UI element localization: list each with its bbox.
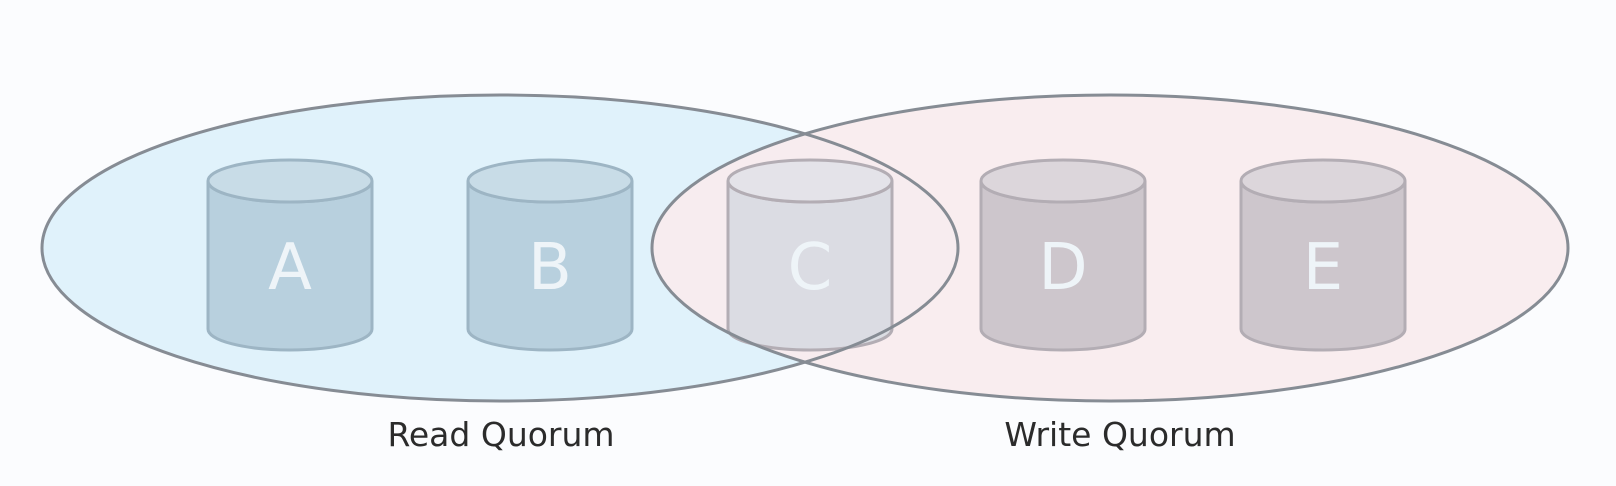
cylinder-top <box>979 158 1147 204</box>
node-c-label: C <box>788 231 833 305</box>
write-quorum-outline <box>650 93 1570 403</box>
node-e-cylinder: E <box>1239 158 1407 352</box>
cylinder-top <box>726 158 894 204</box>
cylinder-top <box>466 158 634 204</box>
nodes-layer: A B C D E <box>206 158 1407 352</box>
cylinder-top <box>206 158 374 204</box>
cylinder-top <box>1239 158 1407 204</box>
node-d-cylinder: D <box>979 158 1147 352</box>
node-a-label: A <box>268 231 312 305</box>
read-quorum-label: Read Quorum <box>387 415 614 454</box>
write-quorum-label: Write Quorum <box>1004 415 1235 454</box>
node-b-cylinder: B <box>466 158 634 352</box>
node-e-label: E <box>1303 231 1343 305</box>
node-b-label: B <box>528 231 572 305</box>
read-quorum-outline <box>40 93 960 403</box>
node-c-cylinder: C <box>726 158 894 352</box>
node-a-cylinder: A <box>206 158 374 352</box>
node-d-label: D <box>1038 231 1087 305</box>
